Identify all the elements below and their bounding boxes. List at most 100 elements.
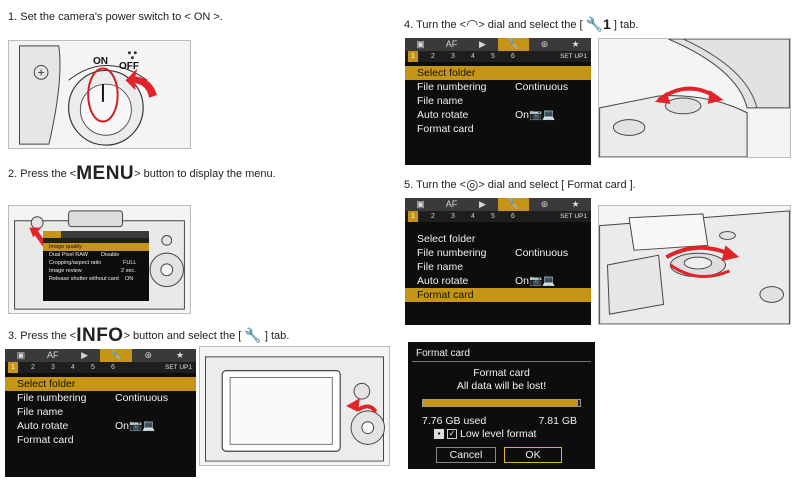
tab-shooting[interactable]: ▣ — [416, 199, 425, 209]
tab-playback[interactable]: ▶ — [479, 199, 486, 209]
subtab-2[interactable]: 2 — [431, 53, 435, 60]
subtab-3[interactable]: 3 — [451, 213, 455, 220]
dialog-title-divider — [412, 361, 591, 362]
step-5-instruction: 5. Turn the <◎> dial and select [ Format… — [404, 176, 636, 192]
subtab-6[interactable]: 6 — [511, 213, 515, 220]
format-card-dialog: Format card Format card All data will be… — [408, 342, 595, 469]
setup-page-label: SET UP1 — [560, 53, 587, 60]
tab-af[interactable]: AF — [445, 39, 458, 49]
menu-row-format-card[interactable]: Format card — [417, 123, 474, 135]
power-switch-photo: ON OFF — [8, 40, 191, 149]
menu-subtab-bar: 1 2 3 4 5 6 SET UP1 — [5, 362, 196, 373]
subtab-2[interactable]: 2 — [431, 213, 435, 220]
menu-row-file-name[interactable]: File name — [417, 261, 464, 273]
tab-custom-functions[interactable]: ⊛ — [144, 350, 152, 360]
subtab-5[interactable]: 5 — [491, 53, 495, 60]
step-3-instruction: 3. Press the <INFO> button and select th… — [8, 325, 290, 346]
tab-playback[interactable]: ▶ — [479, 39, 486, 49]
card-usage-bar — [422, 399, 581, 407]
step-2-instruction: 2. Press the <MENU> button to display th… — [8, 163, 276, 184]
wrench-1-icon: 🔧1 — [585, 16, 611, 32]
step-4-instruction: 4. Turn the <◠> dial and select the [ 🔧1… — [404, 16, 639, 32]
tab-my-menu[interactable]: ★ — [176, 350, 185, 360]
tab-setup[interactable]: 🔧 — [498, 38, 529, 51]
card-usage-fill — [423, 400, 579, 406]
subtab-3[interactable]: 3 — [51, 364, 55, 371]
subtab-6[interactable]: 6 — [511, 53, 515, 60]
camera-info-button-photo — [199, 346, 390, 466]
menu-row-format-card[interactable]: Format card — [405, 288, 591, 302]
cancel-button[interactable]: Cancel — [436, 447, 496, 463]
dialog-warning: All data will be lost! — [456, 380, 547, 392]
subtab-3[interactable]: 3 — [451, 53, 455, 60]
setup-menu-step5: ▣ AF ▶ 🔧 ⊛ ★ 1 2 3 4 5 6 SET UP1 Select … — [405, 198, 591, 325]
menu-row-select-folder[interactable]: Select folder — [5, 377, 196, 391]
menu-row-file-name[interactable]: File name — [17, 406, 64, 418]
setup-page-label: SET UP1 — [560, 213, 587, 220]
menu-row-select-folder[interactable]: Select folder — [405, 66, 591, 80]
tab-shooting[interactable]: ▣ — [16, 350, 26, 360]
subtab-5[interactable]: 5 — [91, 364, 95, 371]
menu-tab-bar: ▣ AF ▶ 🔧 ⊛ ★ — [405, 38, 591, 51]
ok-button[interactable]: OK — [504, 447, 562, 463]
sd-card-icon: ▪ — [434, 429, 444, 439]
low-level-format-label: Low level format — [460, 428, 537, 440]
tab-setup[interactable]: 🔧 — [100, 349, 133, 362]
info-key-label: INFO — [76, 325, 124, 346]
camera-back-screen-illustration — [200, 347, 389, 465]
quick-control-dial-icon: ◎ — [466, 176, 479, 192]
card-capacity-text: 7.81 GB — [538, 415, 577, 427]
tab-setup[interactable]: 🔧 — [498, 198, 529, 211]
subtab-6[interactable]: 6 — [111, 364, 115, 371]
lens-and-dial-illustration — [599, 39, 790, 157]
subtab-5[interactable]: 5 — [491, 213, 495, 220]
subtab-1[interactable]: 1 — [408, 211, 418, 222]
setup-menu-step3: ▣ AF ▶ 🔧 ⊛ ★ 1 2 3 4 5 6 SET UP1 Select … — [5, 349, 196, 477]
low-level-format-option[interactable]: ▪ ✓ Low level format — [434, 428, 536, 440]
menu-tab-bar: ▣ AF ▶ 🔧 ⊛ ★ — [5, 349, 196, 362]
setup-menu-step4: ▣ AF ▶ 🔧 ⊛ ★ 1 2 3 4 5 6 SET UP1 Select … — [405, 38, 591, 165]
mini-tab-shoot — [43, 231, 61, 238]
subtab-1[interactable]: 1 — [408, 51, 418, 62]
setup-page-label: SET UP1 — [165, 364, 192, 371]
subtab-4[interactable]: 4 — [471, 213, 475, 220]
subtab-1[interactable]: 1 — [8, 362, 18, 373]
rear-dial-illustration — [599, 206, 790, 324]
tab-playback[interactable]: ▶ — [81, 350, 89, 360]
subtab-2[interactable]: 2 — [31, 364, 35, 371]
tab-shooting[interactable]: ▣ — [416, 39, 425, 49]
menu-subtab-bar: 1 2 3 4 5 6 SET UP1 — [405, 211, 591, 222]
menu-tab-bar: ▣ AF ▶ 🔧 ⊛ ★ — [405, 198, 591, 211]
menu-row-format-card[interactable]: Format card — [17, 434, 74, 446]
dialog-heading: Format card — [473, 367, 530, 379]
subtab-4[interactable]: 4 — [471, 53, 475, 60]
menu-row-file-name[interactable]: File name — [417, 95, 464, 107]
tab-custom-functions[interactable]: ⊛ — [540, 39, 549, 49]
menu-row-select-folder[interactable]: Select folder — [417, 233, 476, 245]
card-used-text: 7.76 GB used — [422, 415, 487, 427]
tab-af[interactable]: AF — [46, 350, 59, 360]
main-dial-icon: ◠ — [466, 16, 479, 32]
tab-my-menu[interactable]: ★ — [571, 39, 580, 49]
tab-af[interactable]: AF — [445, 199, 458, 209]
off-label: OFF — [119, 61, 139, 72]
menu-subtab-bar: 1 2 3 4 5 6 SET UP1 — [405, 51, 591, 62]
tab-my-menu[interactable]: ★ — [571, 199, 580, 209]
tab-custom-functions[interactable]: ⊛ — [540, 199, 549, 209]
subtab-4[interactable]: 4 — [71, 364, 75, 371]
low-level-format-checkbox[interactable]: ✓ — [447, 429, 457, 439]
wrench-icon: 🔧 — [244, 327, 262, 343]
on-label: ON — [93, 56, 108, 67]
